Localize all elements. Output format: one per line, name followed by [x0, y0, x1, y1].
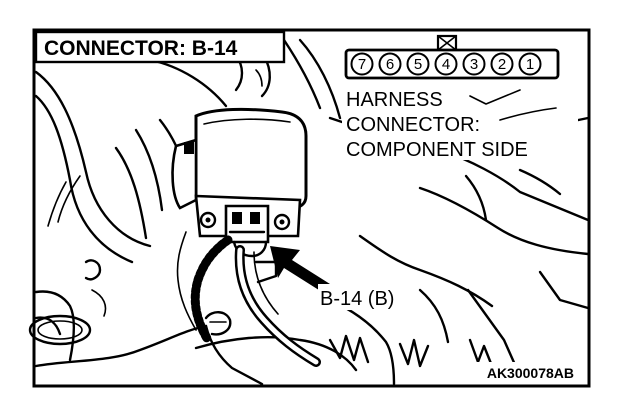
pin-label: 7 [358, 56, 366, 73]
diagram-title: CONNECTOR: B-14 [44, 37, 238, 60]
pin-circles [350, 52, 542, 76]
title-box: CONNECTOR: B-14 [34, 30, 286, 64]
connector-label: B-14 (B) [320, 288, 394, 310]
pointer-arrow [270, 246, 330, 292]
harness-note-line: COMPONENT SIDE [346, 139, 528, 161]
pin-label: 1 [526, 56, 534, 73]
pin-label: 2 [498, 56, 506, 73]
pin-label: 5 [414, 56, 422, 73]
pin-label: 3 [470, 56, 478, 73]
harness-connector-symbol: 7 6 5 4 3 2 1 [344, 34, 560, 80]
module-component [171, 107, 321, 367]
figure-frame [32, 28, 591, 388]
harness-note-line: HARNESS [346, 89, 443, 111]
harness-note-line: CONNECTOR: [346, 114, 480, 136]
pin-label: 4 [442, 56, 450, 73]
figure-code: AK300078AB [487, 365, 574, 381]
harness-note: HARNESS CONNECTOR: COMPONENT SIDE [346, 89, 528, 161]
pin-label: 6 [386, 56, 394, 73]
